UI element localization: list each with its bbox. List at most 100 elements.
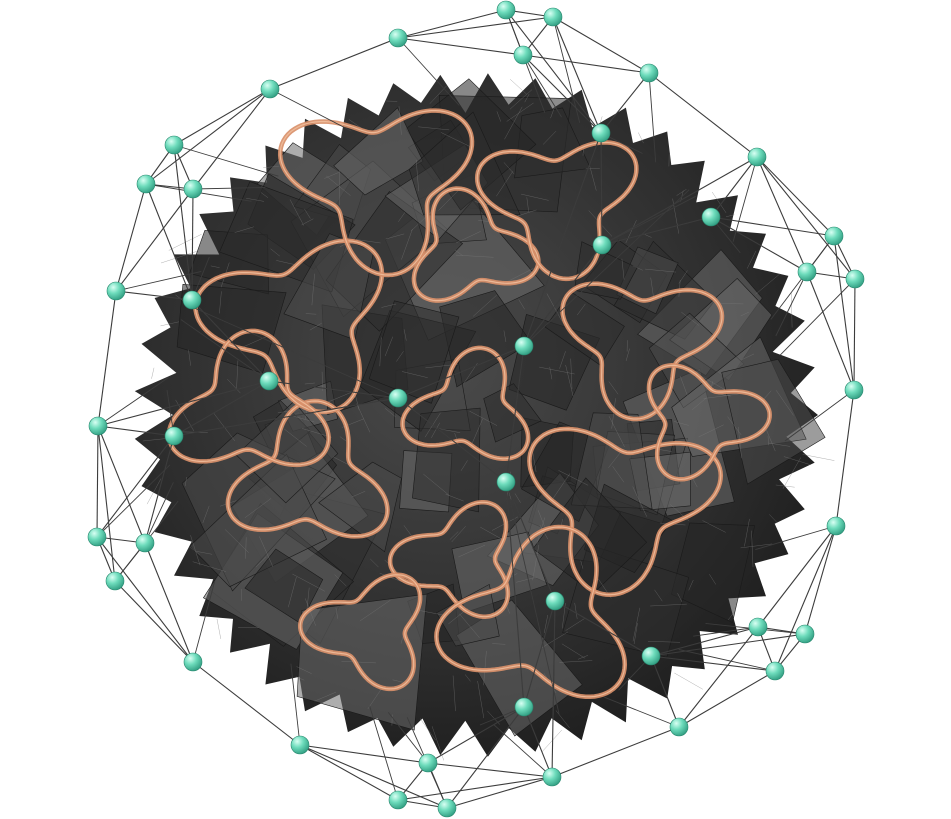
wire-edge	[710, 216, 835, 237]
wire-edge	[145, 88, 271, 185]
wire-spoke	[552, 16, 581, 124]
shell-hatch	[385, 233, 405, 240]
shell-hatch	[202, 505, 210, 524]
wire-spoke	[552, 600, 556, 716]
shell-panel	[721, 358, 826, 485]
shell-hatch	[440, 132, 474, 149]
wire-edge	[756, 156, 808, 273]
shell-hatch	[464, 674, 471, 682]
shell-hatch	[196, 551, 213, 555]
shell-hatch	[647, 641, 681, 643]
shell-hatch	[676, 189, 687, 196]
shell-hatch	[246, 197, 265, 202]
wire-edge	[96, 435, 175, 538]
shell-hatch	[621, 258, 625, 280]
shell-panel	[671, 522, 756, 623]
node-sphere	[545, 591, 565, 611]
node-sphere	[748, 617, 768, 637]
node-sphere	[592, 235, 612, 255]
wire-edge	[523, 600, 556, 708]
shell-hatch	[210, 265, 220, 268]
shell-hatch	[296, 666, 312, 674]
wire-edge	[648, 72, 758, 158]
shell-hatch	[370, 558, 379, 568]
shell-hatch	[625, 220, 637, 244]
shell-hatch	[727, 613, 734, 621]
shell-hatch	[674, 672, 703, 690]
wire-edge	[505, 345, 525, 483]
shell-hatch	[459, 613, 480, 638]
shell-hatch	[359, 599, 391, 622]
shell-hatch	[679, 376, 688, 396]
shell-hatch	[142, 438, 169, 442]
shell-hatch	[543, 614, 549, 634]
shell-hatch	[558, 470, 589, 486]
node-sphere	[260, 79, 280, 99]
node-sphere	[164, 135, 184, 155]
shell-hatch	[537, 510, 545, 527]
shell-hatch	[438, 189, 460, 211]
shell-hatch	[503, 162, 515, 175]
wire-spoke	[604, 696, 680, 728]
shell-hatch	[496, 171, 514, 197]
node-sphere	[795, 624, 815, 644]
shell-hatch	[419, 718, 436, 741]
wire-edge	[97, 425, 146, 544]
shell-hatch	[255, 556, 267, 568]
wire-edge	[650, 633, 806, 657]
shell-hatch	[769, 514, 778, 523]
wire-edge	[756, 156, 856, 280]
copper-ring-highlight	[435, 526, 626, 698]
shell-panel	[333, 107, 424, 196]
shell-hatch	[449, 531, 459, 540]
node-sphere	[290, 735, 310, 755]
shell-hatch	[160, 251, 197, 264]
shell-hatch	[608, 381, 619, 395]
shell-hatch	[521, 193, 549, 201]
wire-edge	[523, 706, 553, 778]
copper-rings	[166, 108, 772, 700]
wire-edge	[299, 744, 448, 809]
wire-spoke	[523, 189, 690, 347]
shell-hatch	[755, 273, 781, 295]
wire-edge	[397, 345, 525, 399]
shell-hatch	[190, 535, 201, 566]
shell-hatch	[791, 292, 793, 328]
node-sphere	[844, 380, 864, 400]
shell-hatch	[381, 303, 397, 308]
wire-edge	[397, 9, 507, 39]
shell-hatch	[379, 337, 382, 367]
wire-edge	[835, 389, 855, 527]
wire-spoke	[387, 712, 429, 764]
shell-panel	[439, 290, 532, 388]
wire-edge	[505, 9, 602, 134]
shell-hatch	[612, 466, 625, 483]
wire-edge	[268, 380, 399, 399]
shell-hatch	[458, 544, 486, 558]
wire-edge	[804, 525, 837, 635]
shell-hatch	[532, 544, 540, 581]
shell-hatch	[234, 226, 254, 233]
shell-hatch	[431, 422, 440, 439]
wire-edge	[505, 481, 525, 708]
wire-spoke	[290, 663, 301, 746]
copper-ring-highlight	[528, 428, 722, 596]
shell-hatch	[245, 537, 247, 559]
wire-edge	[397, 37, 524, 56]
copper-ring-highlight	[168, 330, 330, 466]
node-sphere	[87, 527, 107, 547]
wire-spoke	[678, 649, 776, 672]
copper-ring-highlight	[648, 364, 771, 480]
shell-hatch	[681, 311, 699, 326]
node-sphere	[514, 697, 534, 717]
wire-spoke	[648, 72, 657, 163]
shell-hatch	[492, 643, 506, 645]
shell-hatch	[709, 574, 717, 585]
wire-edge	[397, 397, 507, 483]
wire-edge	[678, 626, 759, 728]
shell-hatch	[764, 426, 776, 452]
copper-ring-highlight	[299, 574, 421, 690]
shell-hatch	[315, 643, 325, 649]
wire-spoke	[522, 54, 562, 118]
wire-spoke	[369, 706, 399, 801]
